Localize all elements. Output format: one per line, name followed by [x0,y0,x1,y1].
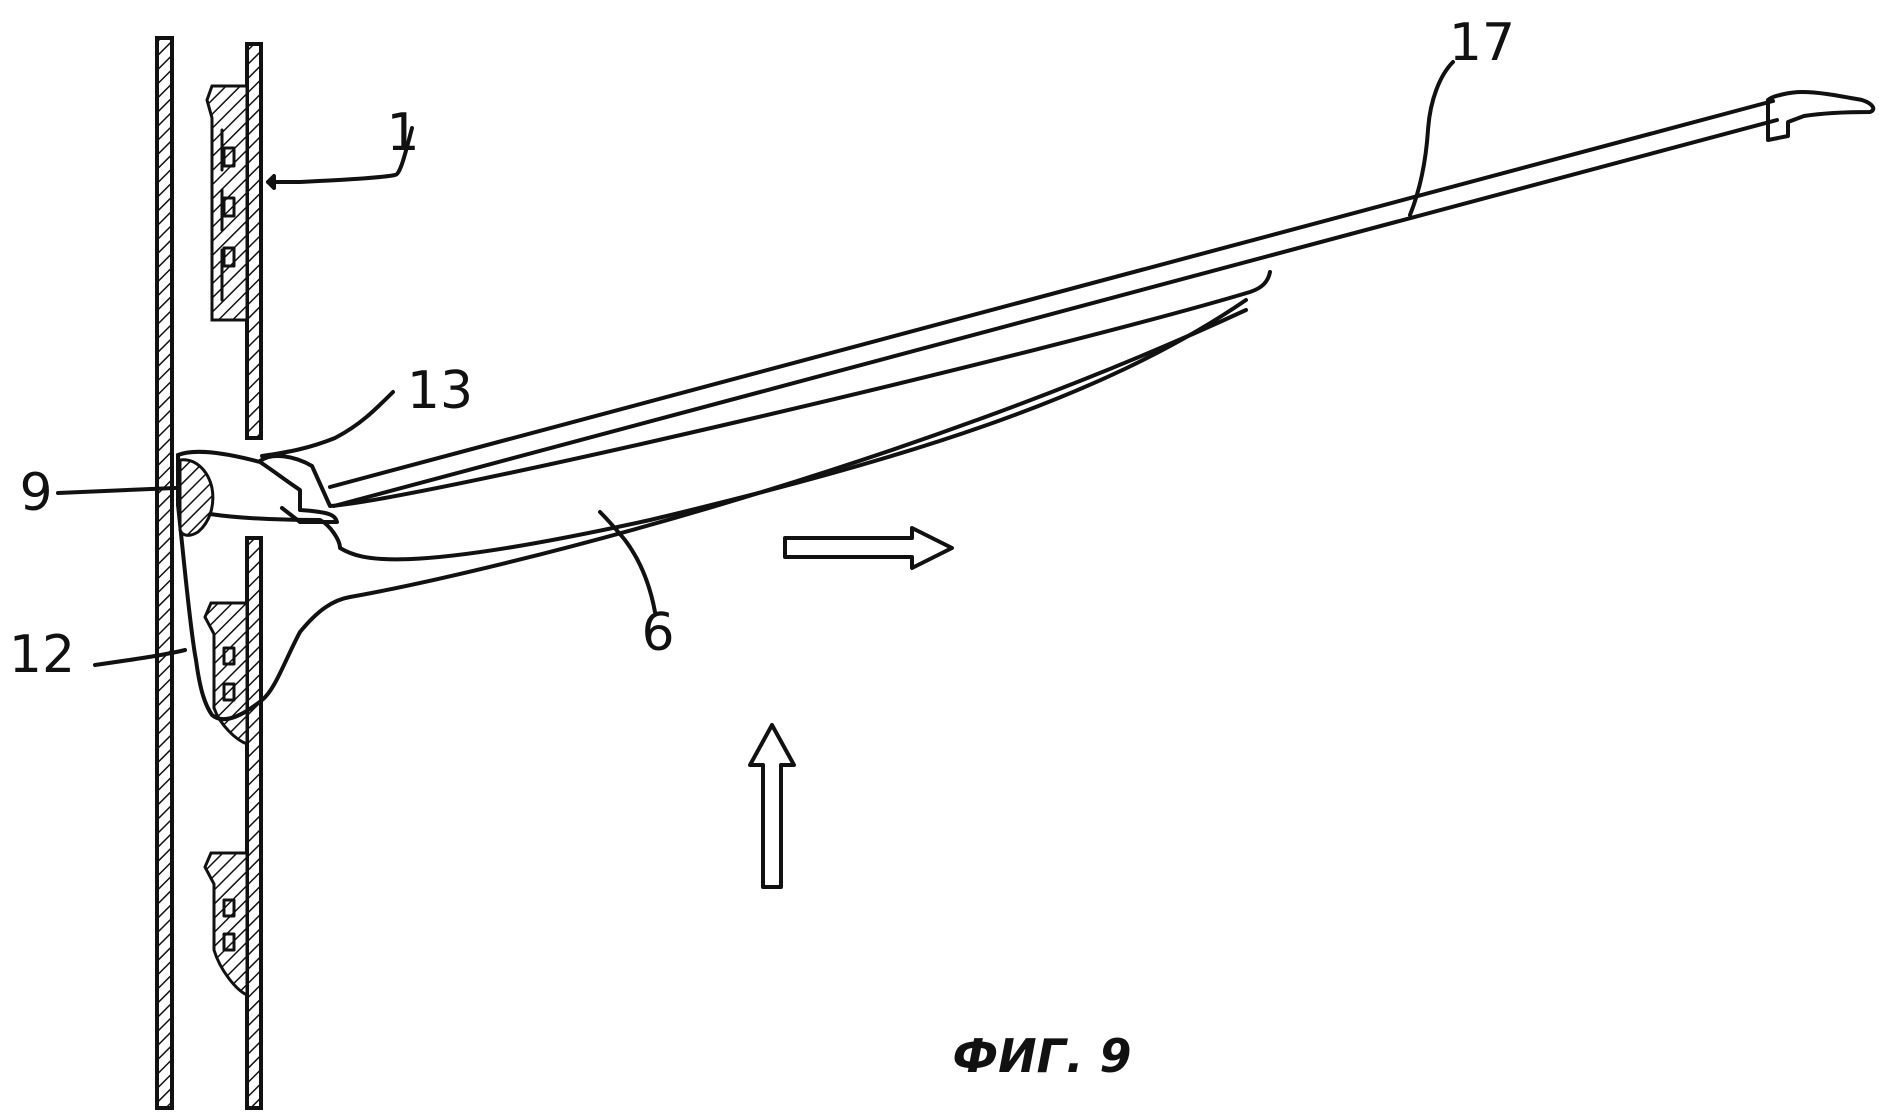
slot-insert-middle [203,601,249,747]
leader-lines [56,60,1455,667]
slot-insert-bottom [203,851,249,998]
label-13: 13 [407,361,473,421]
end-cap [178,458,215,537]
bracket-body [176,270,1272,722]
upright-wall [245,42,263,1110]
figure-caption: ФИГ. 9 [953,1029,1132,1083]
label-1: 1 [386,103,419,163]
label-6: 6 [641,603,674,663]
label-9: 9 [19,463,52,523]
slot-insert-top [205,84,249,322]
label-17: 17 [1449,13,1515,73]
left-wall [155,36,174,1110]
horizontal-arrow [783,526,954,570]
label-12: 12 [9,625,75,685]
vertical-arrow [748,723,796,889]
rod [328,90,1876,508]
